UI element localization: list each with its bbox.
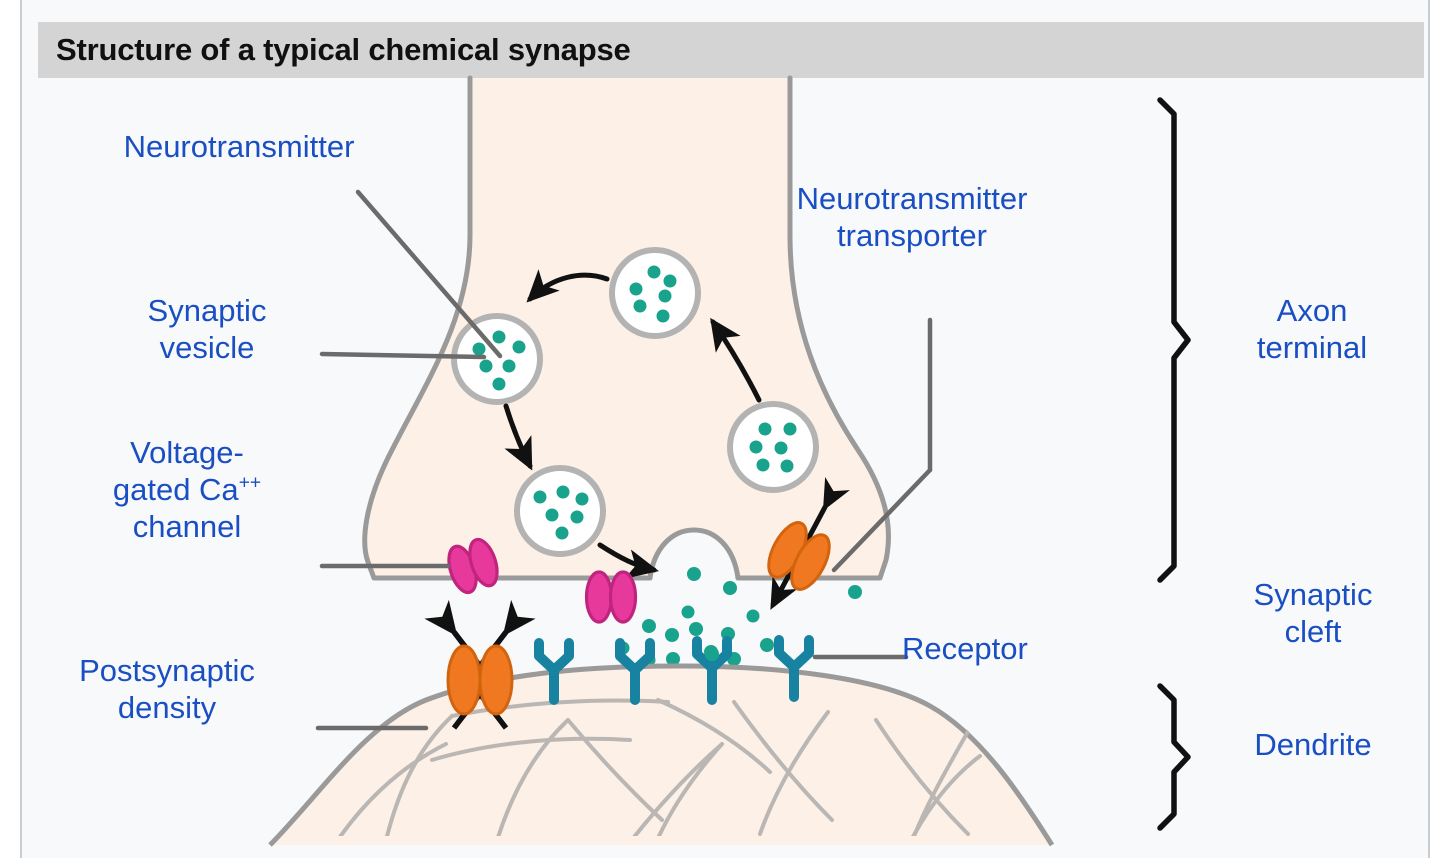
cycle-arrow-bottom-right [597,542,659,579]
leader-lines [315,189,933,731]
figure-caption-bar: Structure of a typical chemical synapse [38,22,1424,78]
label-axon-terminal-line2: terminal [1256,330,1368,365]
synaptic-vesicle [514,465,606,557]
axon-terminal-brace [1157,97,1191,583]
label-dendrite: Dendrite [1218,726,1408,763]
leader-neurotransmitter [355,189,503,359]
label-synaptic-cleft: Synaptic cleft [1218,576,1408,650]
label-dendrite-text: Dendrite [1254,727,1372,762]
label-neurotransmitter: Neurotransmitter [74,128,404,165]
vesicle-cycle-arrows [503,269,762,579]
receptor [534,638,574,705]
cycle-arrow-right-up [710,317,762,403]
label-neurotransmitter-text: Neurotransmitter [123,129,355,164]
label-axon-terminal-line1: Axon [1276,293,1348,328]
label-vgcc-line1: Voltage- [130,435,244,470]
voltage-gated-calcium-channel [447,537,499,595]
label-postsynaptic-density: Postsynaptic density [32,652,302,726]
label-vgcc-line3: channel [132,509,242,544]
page-title: Structure of a typical chemical synapse [56,32,631,67]
label-receptor-text: Receptor [902,631,1028,666]
neurotransmitter-transporter [424,599,536,730]
leader-synaptic-vesicle [319,351,487,360]
voltage-gated-calcium-channel [584,570,638,624]
label-vgcc-line2: gated Ca [112,472,239,507]
label-synaptic-vesicle-line1: Synaptic [147,293,267,328]
neurotransmitter-transporter [767,477,850,610]
synaptic-vesicle [609,247,701,339]
dendrite-structure [268,599,1055,847]
cycle-arrow-left-down [503,403,533,471]
label-voltage-gated-calcium-channel: Voltage- gated Ca++ channel [62,434,312,545]
label-nt-transporter-line1: Neurotransmitter [796,181,1028,216]
dendrite-brace [1157,683,1191,831]
receptor-bound [692,636,732,705]
label-receptor: Receptor [902,630,1102,667]
cycle-arrow-top-left [526,269,610,303]
postsynaptic-density-mesh [324,698,982,836]
label-psd-line1: Postsynaptic [79,653,255,688]
synaptic-vesicle [451,313,543,405]
label-nt-transporter-line2: transporter [837,218,987,253]
label-axon-terminal: Axon terminal [1222,292,1402,366]
leader-transporter-diagonal [831,467,933,573]
label-neurotransmitter-transporter: Neurotransmitter transporter [742,180,1082,254]
synapse-diagram [268,75,1191,847]
label-psd-line2: density [117,690,217,725]
synaptic-vesicle [727,401,819,493]
receptor [615,638,655,705]
receptor [774,635,814,702]
label-synaptic-vesicle: Synaptic vesicle [102,292,312,366]
figure-frame: Structure of a typical chemical synapse [20,0,1430,858]
neurotransmitter-molecule [848,585,862,599]
label-synaptic-cleft-line2: cleft [1284,614,1342,649]
label-vgcc-charge-superscript: ++ [238,472,262,494]
axon-terminal-structure [362,75,891,624]
label-synaptic-vesicle-line2: vesicle [159,330,255,365]
label-synaptic-cleft-line1: Synaptic [1253,577,1373,612]
